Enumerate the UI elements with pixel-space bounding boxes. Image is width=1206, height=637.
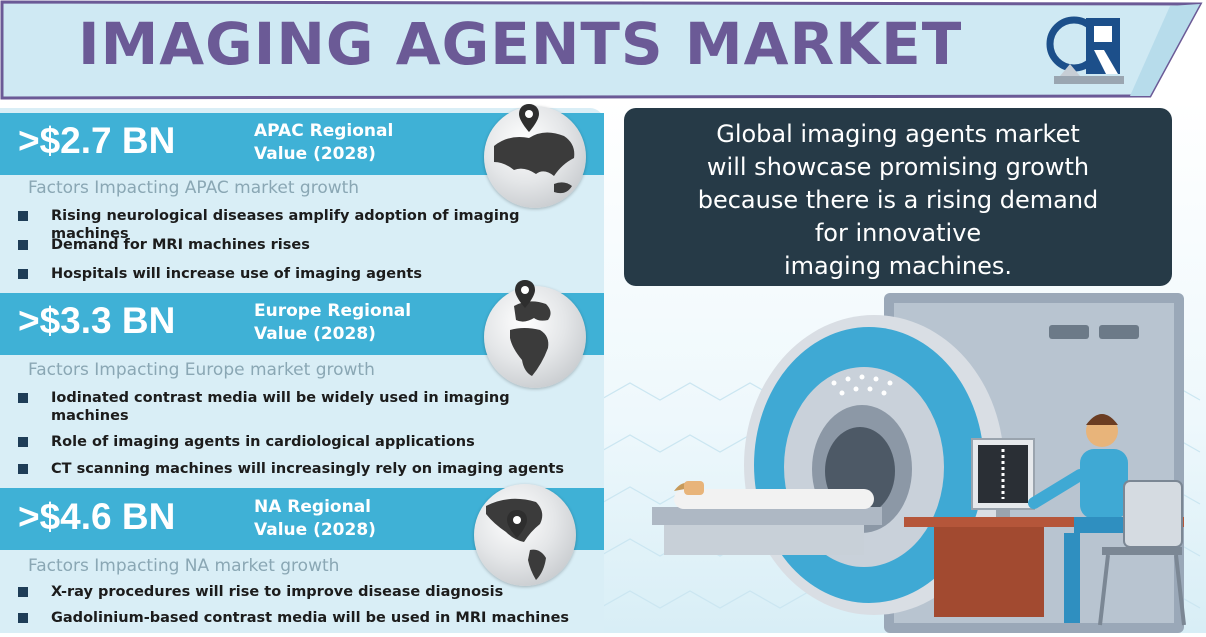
globe-europe-africa-icon: [484, 286, 586, 388]
chair-icon: [1098, 480, 1186, 626]
apac-factors-heading: Factors Impacting APAC market growth: [28, 178, 360, 198]
na-value: >$4.6 BN: [18, 496, 176, 537]
company-logo: [1046, 14, 1132, 90]
globe-north-america-icon: [474, 484, 576, 586]
na-factors-heading: Factors Impacting NA market growth: [28, 556, 340, 576]
location-pin-icon: [507, 510, 527, 538]
location-pin-icon: [515, 280, 535, 308]
header-banner: IMAGING AGENTS MARKET: [0, 0, 1206, 100]
page-title: IMAGING AGENTS MARKET: [78, 10, 963, 78]
location-pin-icon: [519, 104, 539, 132]
europe-factors-heading: Factors Impacting Europe market growth: [28, 360, 375, 380]
europe-value: >$3.3 BN: [18, 300, 176, 341]
patient-on-table-icon: [652, 481, 882, 555]
market-summary-box: Global imaging agents market will showca…: [624, 108, 1172, 286]
monitor-spine-xray-icon: [971, 438, 1035, 517]
mri-illustration: [604, 285, 1206, 633]
apac-value: >$2.7 BN: [18, 120, 176, 161]
market-summary-text: Global imaging agents market will showca…: [697, 120, 1099, 280]
